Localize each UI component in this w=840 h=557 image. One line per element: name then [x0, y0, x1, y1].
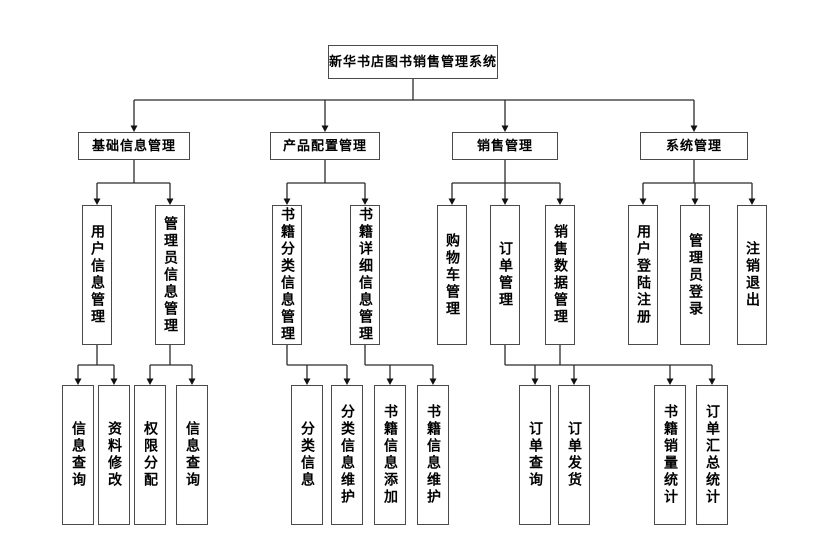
node-basic-info: 基础信息管理 [78, 132, 190, 160]
node-book-info-maintain: 书籍信息维护 [417, 385, 449, 525]
node-permission-assign: 权限分配 [134, 385, 166, 525]
node-order-ship: 订单发货 [558, 385, 590, 525]
connector-root-to-level2 [133, 79, 695, 127]
arrowhead-icons [74, 125, 756, 385]
node-sales-data: 销售数据管理 [545, 205, 575, 345]
node-book-sales-stats: 书籍销量统计 [654, 385, 686, 525]
node-user-login-register: 用户登陆注册 [628, 205, 658, 345]
node-category-info-maintain: 分类信息维护 [331, 385, 363, 525]
node-profile-edit: 资料修改 [98, 385, 130, 525]
node-admin-info: 管理员信息管理 [155, 205, 185, 345]
node-cart: 购物车管理 [437, 205, 467, 345]
node-sales: 销售管理 [452, 132, 558, 160]
node-user-info: 用户信息管理 [82, 205, 112, 345]
node-order-summary-stats: 订单汇总统计 [696, 385, 728, 525]
node-order-query: 订单查询 [519, 385, 551, 525]
node-logout: 注销退出 [737, 205, 767, 345]
node-product-config: 产品配置管理 [270, 132, 380, 160]
node-order: 订单管理 [490, 205, 520, 345]
node-book-detail-info: 书籍详细信息管理 [350, 205, 380, 345]
node-info-query-1: 信息查询 [62, 385, 94, 525]
connector-level2-to-level3 [96, 160, 753, 199]
node-admin-login: 管理员登录 [680, 205, 710, 345]
node-book-category-info: 书籍分类信息管理 [272, 205, 302, 345]
node-system: 系统管理 [640, 132, 748, 160]
node-book-info-add: 书籍信息添加 [374, 385, 406, 525]
node-info-query-2: 信息查询 [176, 385, 208, 525]
node-root: 新华书店图书销售管理系统 [328, 45, 498, 79]
connector-level3-to-level4 [77, 345, 713, 379]
node-category-info: 分类信息 [291, 385, 323, 525]
